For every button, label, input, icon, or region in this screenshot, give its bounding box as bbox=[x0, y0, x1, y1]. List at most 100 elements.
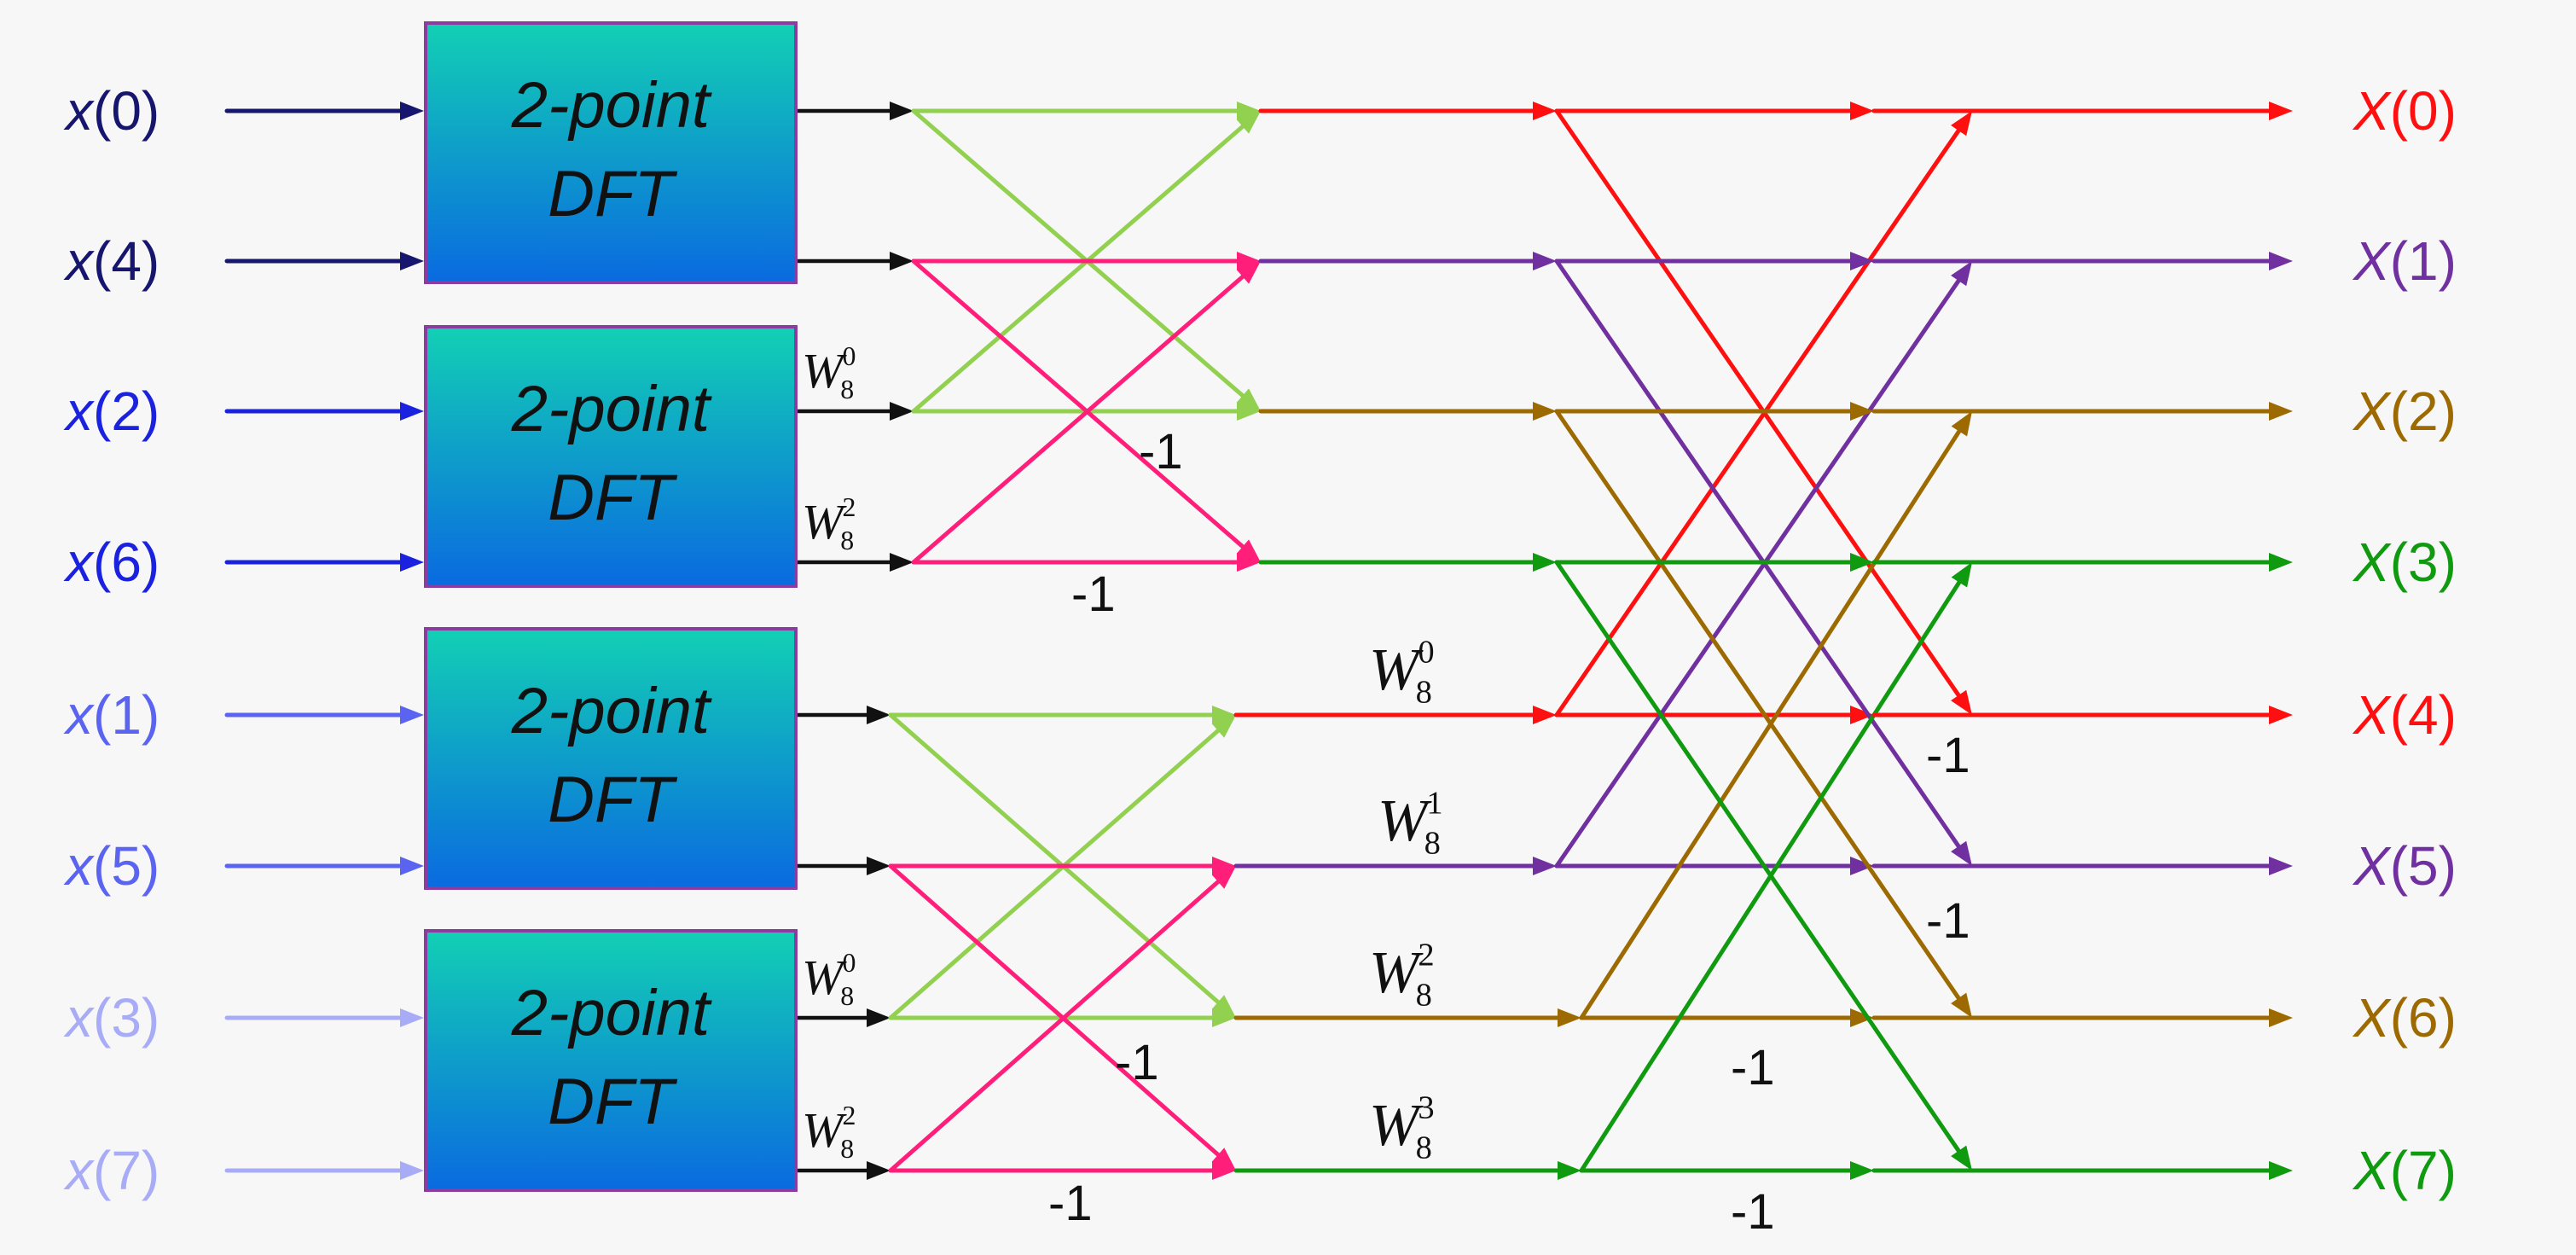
svg-text:W: W bbox=[1369, 637, 1424, 703]
stage1-bfly-d-cross-up bbox=[888, 866, 1236, 1173]
stage1-bfly-d-cross-down bbox=[888, 863, 1236, 1171]
twiddle-stage1-2: W80 bbox=[802, 948, 856, 1011]
stage1-bfly-d-straight-top bbox=[888, 857, 1236, 875]
twiddle-stage2-2: W82 bbox=[1369, 938, 1435, 1014]
stage3-straight-bottom-1 bbox=[1554, 857, 1874, 875]
dft-block-line2: DFT bbox=[548, 462, 677, 534]
stage1-bfly-c-straight-bottom bbox=[888, 1008, 1236, 1027]
twiddle-stage2-0: W80 bbox=[1369, 635, 1435, 711]
dft-block-line1: 2-point bbox=[511, 977, 712, 1049]
input-arrow-1 bbox=[224, 252, 424, 270]
dft-block-box bbox=[424, 325, 798, 588]
stage3-straight-top-0 bbox=[1554, 102, 1874, 120]
stage3-cross-down-0 bbox=[1554, 108, 1972, 715]
stage2-link-2 bbox=[1258, 402, 1557, 421]
dft-block-line2: DFT bbox=[548, 764, 677, 836]
svg-text:W: W bbox=[802, 1102, 847, 1158]
input-arrow-5 bbox=[224, 857, 424, 875]
input-label: x(3) bbox=[63, 987, 160, 1049]
dft-output-arrow-0 bbox=[793, 102, 914, 120]
svg-text:2: 2 bbox=[843, 1101, 856, 1130]
stage1-bfly-d-straight-bottom bbox=[888, 1161, 1236, 1180]
dft-output-arrow-5 bbox=[793, 857, 891, 875]
svg-text:0: 0 bbox=[1418, 635, 1434, 671]
input-label: x(4) bbox=[63, 230, 160, 292]
dft-block-box bbox=[424, 929, 798, 1192]
dft-output-arrow-4 bbox=[793, 706, 891, 724]
stage3-cross-up-3 bbox=[1579, 562, 1972, 1173]
stage2-link-4 bbox=[1233, 706, 1557, 724]
stage1-bfly-a-straight-bottom bbox=[911, 402, 1261, 421]
stage1-bfly-c-straight-top bbox=[888, 706, 1236, 724]
negation-label: -1 bbox=[1071, 566, 1116, 622]
input-arrow-0 bbox=[224, 102, 424, 120]
stage2-link-6 bbox=[1233, 1008, 1581, 1027]
svg-text:8: 8 bbox=[1416, 1130, 1432, 1165]
stage3-cross-up-2 bbox=[1579, 411, 1972, 1020]
output-label: X(5) bbox=[2352, 835, 2457, 897]
twiddle-stage2-1: W81 bbox=[1378, 786, 1443, 862]
output-arrow-2 bbox=[1871, 402, 2293, 421]
stage3-straight-bottom-2 bbox=[1579, 1008, 1874, 1027]
output-label: X(7) bbox=[2352, 1140, 2457, 1201]
stage2-link-7 bbox=[1233, 1161, 1581, 1180]
svg-text:W: W bbox=[802, 343, 847, 398]
input-label: x(2) bbox=[63, 381, 160, 442]
stage2-link-5 bbox=[1233, 857, 1557, 875]
input-arrow-6 bbox=[224, 1008, 424, 1027]
svg-text:W: W bbox=[802, 494, 847, 549]
dft-block-box bbox=[424, 627, 798, 890]
svg-text:0: 0 bbox=[843, 948, 856, 978]
signal-lines bbox=[224, 102, 2293, 1180]
output-label: X(0) bbox=[2352, 80, 2457, 142]
svg-text:2: 2 bbox=[1418, 938, 1434, 973]
svg-text:8: 8 bbox=[840, 526, 854, 555]
dft-block-line1: 2-point bbox=[511, 69, 712, 142]
svg-text:2: 2 bbox=[843, 492, 856, 522]
svg-text:1: 1 bbox=[1426, 786, 1442, 822]
output-label: X(3) bbox=[2352, 532, 2457, 593]
output-arrow-3 bbox=[1871, 553, 2293, 572]
stage1-bfly-b-straight-bottom bbox=[911, 553, 1261, 572]
stage1-bfly-a-cross-down bbox=[911, 108, 1261, 411]
dft-output-arrow-7 bbox=[793, 1161, 891, 1180]
negation-label: -1 bbox=[1139, 424, 1183, 479]
output-arrow-4 bbox=[1871, 706, 2293, 724]
twiddle-stage1-1: W8 2 bbox=[802, 492, 856, 555]
svg-text:8: 8 bbox=[1424, 825, 1441, 861]
output-arrow-7 bbox=[1871, 1161, 2293, 1180]
stage3-cross-down-3 bbox=[1554, 560, 1972, 1171]
output-label: X(4) bbox=[2352, 684, 2457, 746]
stage3-cross-up-0 bbox=[1554, 111, 1972, 718]
svg-text:W: W bbox=[802, 950, 847, 1005]
stage3-straight-bottom-3 bbox=[1579, 1161, 1874, 1180]
negation-label: -1 bbox=[1048, 1176, 1093, 1231]
dft-output-arrow-1 bbox=[793, 252, 914, 270]
negation-label: -1 bbox=[1731, 1040, 1775, 1095]
input-label: x(7) bbox=[63, 1140, 160, 1201]
dft-block-line2: DFT bbox=[548, 158, 677, 230]
stage3-straight-top-2 bbox=[1554, 402, 1874, 421]
dft-block-line1: 2-point bbox=[511, 675, 712, 747]
output-arrow-5 bbox=[1871, 857, 2293, 875]
svg-text:3: 3 bbox=[1418, 1090, 1434, 1126]
negation-label: -1 bbox=[1115, 1035, 1159, 1090]
svg-text:8: 8 bbox=[840, 375, 854, 404]
dft-block-line1: 2-point bbox=[511, 373, 712, 445]
stage1-bfly-a-straight-top bbox=[911, 102, 1261, 120]
twiddle-stage2-3: W83 bbox=[1369, 1090, 1435, 1166]
input-label: x(0) bbox=[63, 80, 160, 142]
svg-text:8: 8 bbox=[840, 1134, 854, 1164]
negation-label: -1 bbox=[1731, 1184, 1775, 1240]
input-label: x(5) bbox=[63, 835, 160, 897]
output-label: X(6) bbox=[2352, 987, 2457, 1049]
stage1-bfly-b-cross-down bbox=[911, 259, 1261, 562]
svg-text:8: 8 bbox=[1416, 674, 1432, 710]
negation-label: -1 bbox=[1926, 728, 1970, 783]
input-arrow-7 bbox=[224, 1161, 424, 1180]
